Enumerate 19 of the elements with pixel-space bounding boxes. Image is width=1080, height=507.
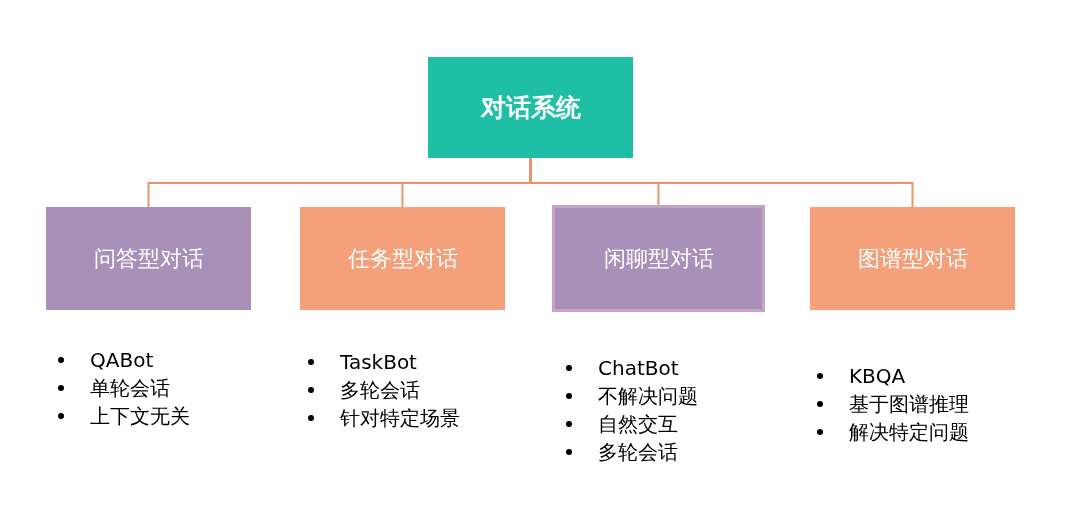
list-item-text: QABot [90,347,154,374]
list-item-text: ChatBot [598,355,679,382]
list-item-text: KBQA [849,363,906,390]
list-item-text: 多轮会话 [598,439,678,466]
category-box: 闲聊型对话 [552,205,765,312]
connector-line [529,157,914,208]
root-box: 对话系统 [428,57,633,158]
category-box: 图谱型对话 [810,207,1015,310]
list-item-text: 自然交互 [598,411,678,438]
list-item-text: TaskBot [340,349,417,376]
list-item-text: 上下文无关 [90,403,190,430]
list-item-text: 多轮会话 [340,377,420,404]
list-item-text: 单轮会话 [90,375,170,402]
list-item-text: 解决特定问题 [849,419,969,446]
category-box: 问答型对话 [46,207,251,310]
category-box: 任务型对话 [300,207,505,310]
list-item-text: 基于图谱推理 [849,391,969,418]
list-item-text: 针对特定场景 [340,405,460,432]
list-item-text: 不解决问题 [598,383,698,410]
